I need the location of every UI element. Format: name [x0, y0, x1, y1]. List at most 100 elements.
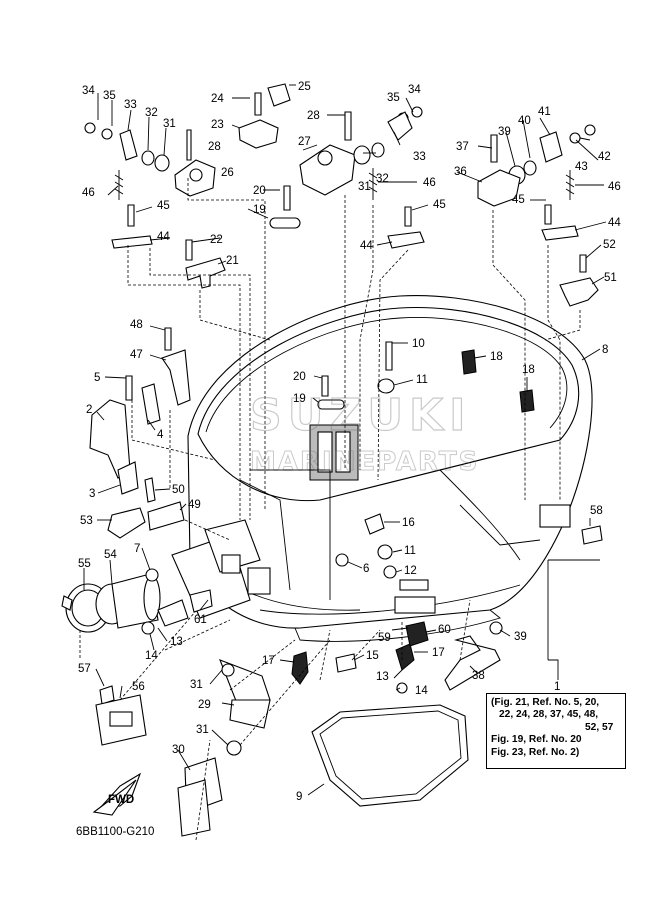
dashed-reference-lines — [79, 178, 581, 841]
callout: 32 — [145, 107, 158, 119]
callout: 22 — [210, 234, 223, 246]
callout: 46 — [82, 187, 95, 199]
callout: 13 — [170, 636, 183, 648]
callout: 36 — [454, 166, 467, 178]
top-hardware — [84, 83, 599, 307]
callout: 43 — [575, 161, 588, 173]
callout: 27 — [298, 136, 311, 148]
callout: 35 — [387, 92, 400, 104]
watermark-top: SUZUKI — [250, 390, 472, 441]
callout: 12 — [404, 565, 417, 577]
callout: 45 — [512, 194, 525, 206]
callout: 47 — [130, 349, 143, 361]
callout: 6 — [363, 563, 369, 575]
fwd-arrow: FWD — [92, 772, 142, 816]
note-line: Fig. 19, Ref. No. 20 — [491, 734, 582, 746]
callout: 35 — [103, 90, 116, 102]
callout: 51 — [604, 272, 617, 284]
drawing-code: 6BB1100-G210 — [76, 826, 155, 838]
callout: 41 — [538, 106, 551, 118]
gasket — [311, 704, 469, 807]
callout: 19 — [293, 393, 306, 405]
callout: 61 — [194, 614, 207, 626]
reference-note-box: (Fig. 21, Ref. No. 5, 20, 22, 24, 28, 37… — [486, 693, 626, 769]
callout: 20 — [253, 185, 266, 197]
callout: 17 — [262, 655, 275, 667]
callout: 31 — [190, 679, 203, 691]
callout: 26 — [221, 167, 234, 179]
callout: 5 — [94, 372, 100, 384]
callout: 16 — [402, 517, 415, 529]
callout: 15 — [366, 650, 379, 662]
callout: 58 — [590, 505, 603, 517]
callout: 40 — [518, 115, 531, 127]
callout: 32 — [376, 173, 389, 185]
callout: 34 — [408, 84, 421, 96]
fwd-label: FWD — [108, 794, 134, 806]
callout: 33 — [124, 99, 137, 111]
callout: 52 — [603, 239, 616, 251]
callout: 2 — [86, 404, 92, 416]
callout: 54 — [104, 549, 117, 561]
lower-right-parts — [291, 341, 603, 694]
note-line: 22, 24, 28, 37, 45, 48, — [499, 709, 599, 721]
callout: 11 — [404, 545, 416, 557]
callout: 45 — [157, 200, 170, 212]
callout: 46 — [608, 181, 621, 193]
callout: 57 — [78, 663, 91, 675]
callout: 39 — [514, 631, 527, 643]
callout: 39 — [498, 126, 511, 138]
note-line: (Fig. 21, Ref. No. 5, 20, — [491, 697, 600, 708]
callout: 4 — [157, 429, 164, 441]
callout: 17 — [432, 647, 445, 659]
callout: 14 — [145, 650, 158, 662]
callout: 31 — [358, 181, 371, 193]
callout: 37 — [456, 141, 469, 153]
callout: 42 — [598, 151, 611, 163]
callout: 60 — [438, 624, 451, 636]
callout: 31 — [163, 118, 176, 130]
callout: 34 — [82, 85, 95, 97]
callout: 44 — [360, 240, 373, 252]
callout: 7 — [134, 543, 140, 555]
callout: 53 — [80, 515, 93, 527]
callout: 45 — [433, 199, 446, 211]
callout: 44 — [608, 217, 621, 229]
callout: 20 — [293, 371, 306, 383]
watermark: SUZUKI MARINEPARTS — [249, 389, 479, 477]
callout: 9 — [296, 791, 302, 803]
callout: 8 — [602, 344, 608, 356]
callout: 44 — [157, 231, 170, 243]
callout: 21 — [226, 255, 239, 267]
callout: 19 — [253, 204, 266, 216]
callout: 28 — [208, 141, 221, 153]
callout: 31 — [196, 724, 209, 736]
callout: 38 — [472, 670, 485, 682]
callout: 11 — [416, 374, 428, 386]
callout: 3 — [89, 488, 95, 500]
callout: 30 — [172, 744, 185, 756]
callout: 25 — [298, 81, 311, 93]
callout: 56 — [132, 681, 145, 693]
callout: 46 — [423, 177, 436, 189]
lower-left-parts — [61, 568, 271, 837]
leader-lines — [83, 84, 607, 796]
callout: 13 — [376, 671, 389, 683]
callout: 28 — [307, 110, 320, 122]
callout: 49 — [188, 499, 201, 511]
callout: 33 — [413, 151, 426, 163]
note-line: 52, 57 — [585, 721, 614, 733]
callout: 10 — [412, 338, 425, 350]
callout: 14 — [415, 685, 428, 697]
callout: 29 — [198, 699, 211, 711]
bottom-cowling — [187, 295, 593, 642]
callout: 18 — [522, 364, 535, 376]
left-side-parts — [89, 327, 191, 539]
note-ref: 1 — [554, 681, 560, 693]
callout: 55 — [78, 558, 91, 570]
watermark-bottom: MARINEPARTS — [250, 447, 479, 477]
callout: 24 — [211, 93, 224, 105]
callout-labels: 34 35 33 32 31 28 26 46 45 44 24 25 23 2… — [78, 81, 621, 803]
callout: 23 — [211, 119, 224, 131]
callout: 59 — [378, 632, 391, 644]
